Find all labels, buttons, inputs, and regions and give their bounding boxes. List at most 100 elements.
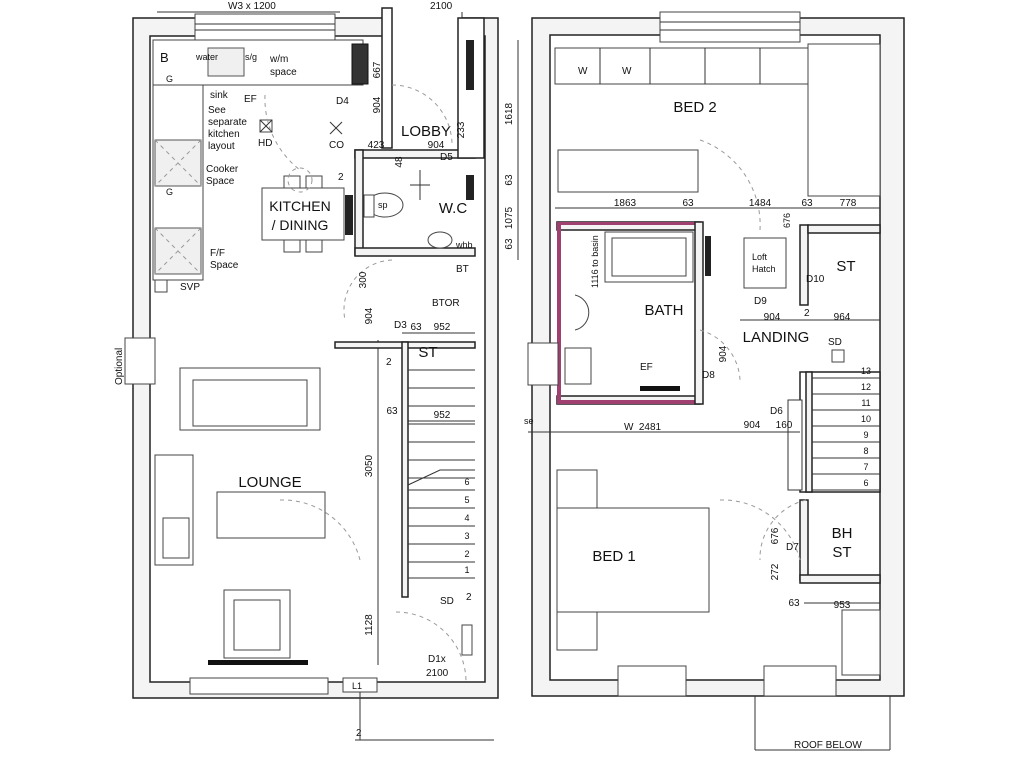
stair-left-wall bbox=[401, 341, 409, 598]
heat-detector-label: HD bbox=[258, 138, 272, 149]
dim-676-b: 676 bbox=[770, 527, 781, 544]
bed1-bed bbox=[556, 507, 710, 613]
door-d6: D6 bbox=[770, 406, 783, 417]
dim-2-first: 2 bbox=[804, 308, 810, 319]
basin-note: 1116 to basin bbox=[590, 235, 600, 288]
label-l1: L1 bbox=[352, 681, 362, 691]
step-f-10: 10 bbox=[861, 414, 871, 424]
bath-basin bbox=[574, 294, 590, 331]
step-g-5: 5 bbox=[464, 495, 469, 505]
dining-table bbox=[261, 187, 345, 241]
dim-952-b: 952 bbox=[434, 410, 451, 421]
step-f-6: 6 bbox=[863, 478, 868, 488]
ground-stair-treads bbox=[407, 369, 475, 579]
first-step-numbers: 13 12 11 10 9 8 7 6 bbox=[861, 366, 871, 488]
room-bed2: BED 2 bbox=[673, 99, 716, 116]
cooker-label-2: Space bbox=[206, 176, 235, 187]
dim-2-b: 2 bbox=[386, 357, 392, 368]
dim-1863: 1863 bbox=[614, 198, 637, 209]
room-bath: BATH bbox=[645, 302, 684, 319]
gas-label-2: G bbox=[166, 187, 173, 197]
cooker-label-1: Cooker bbox=[206, 164, 239, 175]
stopcock-label: s/g bbox=[245, 52, 257, 62]
dim-3050: 3050 bbox=[364, 454, 375, 477]
door-d5: D5 bbox=[440, 152, 453, 163]
first-sd-label: SD bbox=[828, 337, 842, 348]
dim-2481-w: W bbox=[624, 422, 634, 433]
header-window-label: W3 x 1200 bbox=[228, 1, 276, 12]
top-window-ground bbox=[194, 13, 336, 41]
dim-1484: 1484 bbox=[749, 198, 772, 209]
dim-63-b-first: 63 bbox=[801, 198, 813, 209]
kitchen-unit-dark bbox=[351, 43, 369, 85]
dim-904-c: 904 bbox=[364, 307, 375, 324]
dim-63-d: 63 bbox=[386, 406, 398, 417]
dim-1618: 1618 bbox=[504, 102, 515, 125]
door-d1x: D1x bbox=[428, 654, 446, 665]
header-dim: 2100 bbox=[430, 1, 453, 12]
door-d1x-height: 2100 bbox=[426, 668, 449, 679]
wardrobe-w1: W bbox=[578, 66, 588, 77]
loft-label-2: Hatch bbox=[752, 264, 776, 274]
step-g-3: 3 bbox=[464, 531, 469, 541]
kitchen-note-4: layout bbox=[208, 141, 235, 152]
bed1-window-left bbox=[617, 665, 687, 697]
boiler-label: B bbox=[160, 50, 169, 65]
bath-toilet bbox=[564, 347, 592, 385]
fridge-label-1: F/F bbox=[210, 248, 225, 259]
door-d4: D4 bbox=[336, 96, 349, 107]
first-side-window bbox=[527, 342, 559, 386]
fridge-label-2: Space bbox=[210, 260, 239, 271]
co-label: CO bbox=[329, 140, 344, 151]
dim-63-b: 63 bbox=[504, 238, 515, 250]
dim-953: 953 bbox=[834, 600, 851, 611]
dim-423: 423 bbox=[368, 140, 385, 151]
bed2-unit bbox=[807, 43, 881, 197]
dim-667: 667 bbox=[372, 61, 383, 78]
side-window bbox=[124, 337, 156, 385]
dim-904-b-first: 904 bbox=[718, 345, 729, 362]
dim-904-a-first: 904 bbox=[764, 312, 781, 323]
first-floor: W W BED 2 1863 63 1484 63 778 1116 to ba… bbox=[524, 11, 905, 751]
step-g-6: 6 bbox=[464, 477, 469, 487]
room-bh-st: ST bbox=[832, 544, 851, 561]
lobby-dark-panel bbox=[466, 40, 474, 90]
dim-63-c: 63 bbox=[410, 322, 422, 333]
dim-676: 676 bbox=[782, 213, 792, 228]
dim-2-a: 2 bbox=[338, 172, 344, 183]
step-g-2: 2 bbox=[464, 549, 469, 559]
step-f-7: 7 bbox=[863, 462, 868, 472]
dim-2-d: 2 bbox=[356, 728, 362, 739]
kitchen-note-2: separate bbox=[208, 117, 247, 128]
dim-63-c-first: 63 bbox=[788, 598, 800, 609]
lobby-left-wall bbox=[381, 7, 393, 149]
door-d7: D7 bbox=[786, 542, 799, 553]
dim-952-a: 952 bbox=[434, 322, 451, 333]
label-btor: BTOR bbox=[432, 298, 460, 309]
wc-basin-label: whb bbox=[455, 240, 473, 250]
lobby-wc-wall bbox=[354, 149, 476, 159]
dim-1075: 1075 bbox=[504, 206, 515, 229]
dim-964: 964 bbox=[834, 312, 851, 323]
dim-160: 160 bbox=[776, 420, 793, 431]
room-st-ground: ST bbox=[418, 344, 437, 361]
door-d8: D8 bbox=[702, 370, 715, 381]
step-f-11: 11 bbox=[861, 398, 870, 408]
dim-2481: 2481 bbox=[639, 422, 662, 433]
room-st-first: ST bbox=[836, 258, 855, 275]
loft-hatch bbox=[743, 237, 787, 289]
step-f-12: 12 bbox=[861, 382, 871, 392]
dim-1128: 1128 bbox=[364, 614, 375, 636]
room-bed1: BED 1 bbox=[592, 548, 635, 565]
optional-label: Optional bbox=[114, 348, 125, 385]
smoke-detector-label: SD bbox=[440, 596, 454, 607]
kitchen-note-3: kitchen bbox=[208, 129, 240, 140]
bath-ef-label: EF bbox=[640, 362, 653, 373]
dim-778: 778 bbox=[840, 198, 857, 209]
washing-machine-space-label: space bbox=[270, 67, 297, 78]
bed1-window-right bbox=[763, 665, 837, 697]
bed2-bed bbox=[557, 149, 699, 193]
gas-label-1: G bbox=[166, 74, 173, 84]
water-label: water bbox=[195, 52, 218, 62]
room-landing: LANDING bbox=[743, 329, 810, 346]
